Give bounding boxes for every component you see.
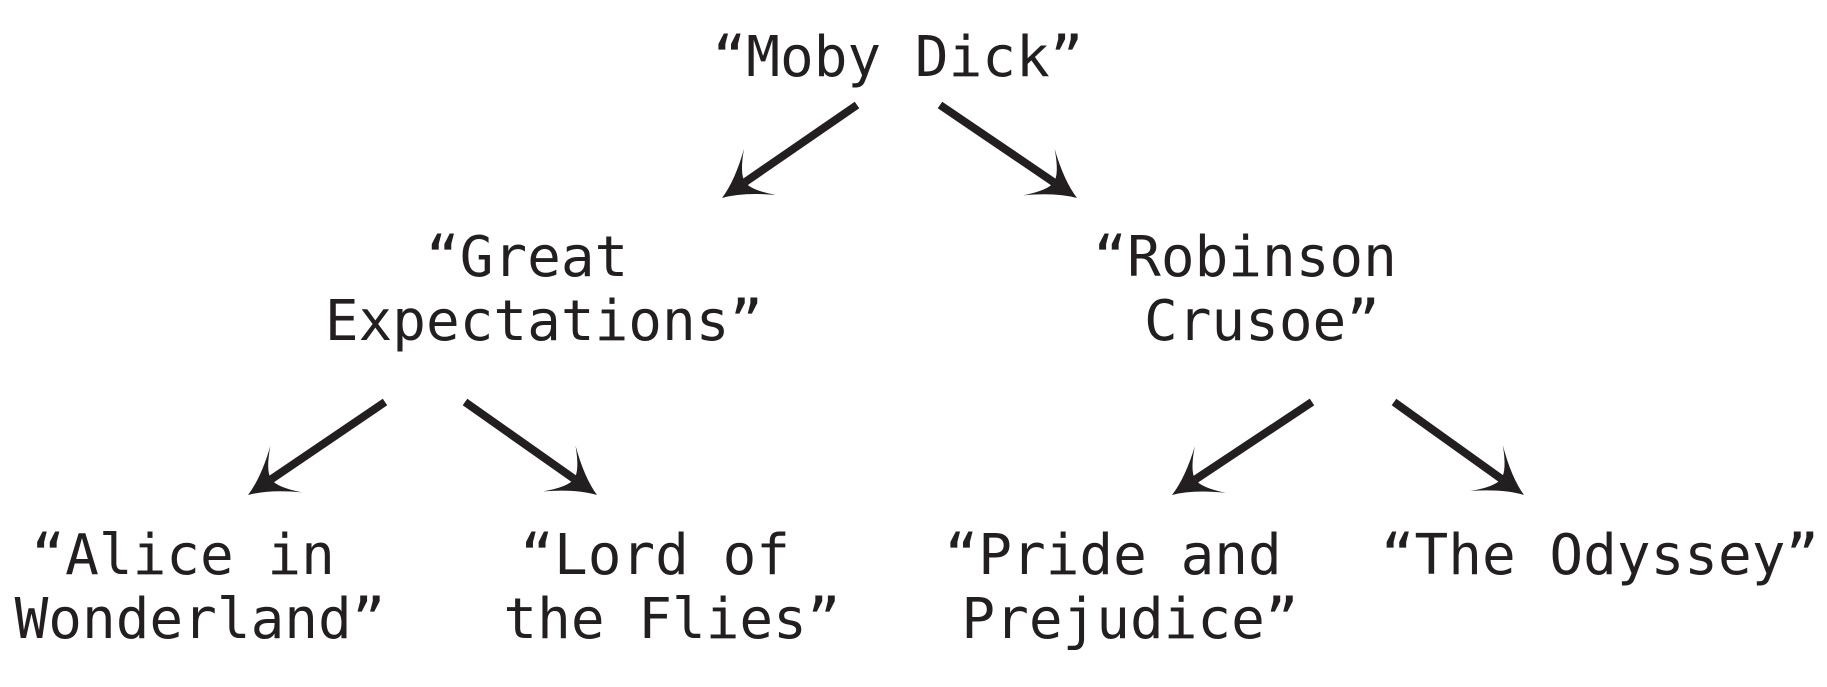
node-robinson-crusoe-line-1: “Robinson [1093, 225, 1396, 290]
node-pride-and-prejudice-line-1: “Pride and [945, 523, 1282, 588]
edge-line-moby-dick-to-great-expectations [742, 101, 860, 186]
node-pride-and-prejudice-line-2: Prejudice” [961, 587, 1298, 652]
arrowhead-robinson-crusoe-to-pride-and-prejudice [1172, 446, 1226, 495]
node-alice-in-wonderland-line-1: “Alice in [31, 523, 334, 588]
edge-line-great-expectations-to-alice-in-wonderland [268, 398, 388, 483]
node-robinson-crusoe-line-2: Crusoe” [1144, 289, 1380, 354]
edge-line-great-expectations-to-lord-of-the-flies [462, 398, 577, 483]
arrowhead-moby-dick-to-robinson-crusoe [1023, 148, 1077, 198]
node-lord-of-the-flies: “Lord of the Flies” [503, 523, 840, 652]
arrowhead-great-expectations-to-lord-of-the-flies [543, 445, 597, 495]
node-lord-of-the-flies-line-1: “Lord of [520, 523, 790, 588]
edge-line-moby-dick-to-robinson-crusoe [937, 101, 1057, 186]
node-lord-of-the-flies-line-2: the Flies” [503, 587, 840, 652]
node-moby-dick-line-1: “Moby Dick” [713, 25, 1084, 90]
node-pride-and-prejudice: “Pride and Prejudice” [945, 523, 1316, 652]
arrowhead-moby-dick-to-great-expectations [722, 148, 776, 198]
node-great-expectations: “Great Expectations” [325, 225, 763, 354]
node-the-odyssey: “The Odyssey” [1381, 523, 1819, 588]
edge-line-robinson-crusoe-to-pride-and-prejudice [1193, 398, 1315, 483]
edge-line-robinson-crusoe-to-the-odyssey [1391, 398, 1504, 482]
arrowhead-robinson-crusoe-to-the-odyssey [1470, 445, 1524, 495]
node-great-expectations-line-1: “Great [426, 225, 628, 290]
arrowhead-great-expectations-to-alice-in-wonderland [248, 445, 302, 495]
edges-layer [248, 101, 1524, 495]
node-robinson-crusoe: “Robinson Crusoe” [1093, 225, 1430, 354]
node-moby-dick: “Moby Dick” [713, 25, 1084, 90]
node-the-odyssey-line-1: “The Odyssey” [1381, 523, 1819, 588]
node-alice-in-wonderland-line-2: Wonderland” [15, 587, 386, 652]
node-alice-in-wonderland: “Alice in Wonderland” [15, 523, 386, 652]
node-great-expectations-line-2: Expectations” [325, 289, 763, 354]
